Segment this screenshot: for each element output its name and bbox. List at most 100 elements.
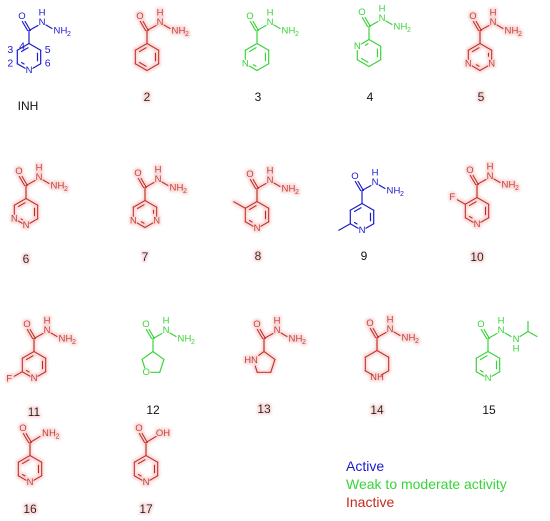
carbonyl-bond (364, 16, 371, 28)
ring-bond (132, 199, 146, 208)
ring-bond (254, 365, 258, 373)
ring-bond (256, 200, 270, 209)
nitrogen-atom: N (387, 324, 394, 335)
ring-bond (21, 371, 31, 377)
ring-double-bond (25, 369, 30, 373)
ring-position-number: 6 (45, 58, 51, 70)
bond (45, 24, 53, 30)
ring-position-number: 2 (7, 58, 13, 70)
bond (163, 24, 171, 30)
molecule-label: 3 (255, 90, 262, 104)
ring-bond (141, 350, 154, 361)
subscript: 2 (185, 31, 189, 38)
ring-bond (368, 59, 382, 68)
molecule-label: 13 (257, 402, 271, 416)
ring-heteroatom: N (485, 373, 492, 384)
oxygen-atom: O (142, 319, 149, 330)
carbonyl-bond (354, 180, 362, 192)
subscript: 2 (518, 31, 522, 38)
bond (280, 332, 288, 338)
nitrogen-atom: N (387, 186, 394, 197)
bond (146, 24, 157, 32)
ring-double-bond (20, 218, 24, 221)
ring-bond (244, 200, 258, 209)
nitrogen-atom: N (289, 334, 296, 345)
ring-double-bond (21, 473, 26, 477)
molecule-label: 11 (28, 405, 41, 419)
ring-heteroatom: N (153, 215, 160, 226)
ring-bond (28, 42, 42, 51)
oxygen-atom: O (358, 7, 365, 18)
ring-bond (479, 65, 489, 72)
oxygen-atom: O (134, 168, 141, 179)
oxygen-atom: O (351, 171, 358, 182)
ring-bond (146, 63, 160, 72)
hydrogen-atom: H (512, 26, 519, 37)
carbonyl-bond (472, 174, 479, 186)
hydrogen-atom: H (177, 183, 184, 194)
hydrogen-atom: H (267, 8, 274, 19)
hydroxyl-group: OH (156, 428, 170, 439)
ring-bond (356, 59, 370, 68)
bond (456, 199, 466, 205)
ring-double-bond (140, 221, 145, 224)
oxygen-atom: O (246, 11, 253, 22)
ring-bond (270, 358, 276, 373)
nitrogen-atom: N (394, 22, 401, 33)
ring-bond (244, 42, 258, 51)
ring-bond (144, 199, 158, 208)
molecule-label: 9 (361, 249, 368, 263)
ring-bond (479, 42, 493, 51)
hydrogen-atom: H (487, 162, 494, 173)
ring-double-bond (364, 43, 369, 46)
ring-bond (256, 63, 270, 72)
ring-position-number: 5 (45, 44, 51, 56)
ring-double-bond (138, 61, 147, 67)
ring-heteroatom: N (488, 58, 495, 69)
ring-bond (25, 197, 39, 206)
ring-bond (133, 475, 143, 481)
ring-bond (368, 38, 382, 47)
ring-double-bond (353, 221, 358, 225)
ring-double-bond (468, 201, 477, 207)
ring-bond (360, 38, 370, 45)
hydrogen-atom: H (49, 428, 56, 439)
ring-bond (349, 202, 363, 211)
nitrogen-atom: N (59, 334, 66, 345)
subscript: 2 (295, 31, 299, 38)
bond (256, 182, 267, 190)
ring-double-bond (248, 205, 257, 211)
bond (361, 184, 372, 192)
carbonyl-bond (369, 327, 377, 339)
oxygen-atom: O (253, 319, 260, 330)
ring-bond (29, 218, 39, 224)
ring-bond (480, 217, 490, 223)
ring-bond (32, 63, 42, 69)
nitrogen-atom: N (513, 334, 520, 345)
molecule-label: INH (18, 99, 39, 113)
molecule-label: 16 (23, 502, 37, 516)
ring-bond (464, 217, 474, 223)
nitrogen-atom: N (54, 26, 61, 37)
bond (263, 332, 274, 340)
carbonyl-bond (148, 328, 155, 340)
oxygen-atom: O (466, 165, 473, 176)
molecule-label: 15 (482, 403, 496, 417)
ring-bond (467, 42, 481, 51)
hydrogen-atom: H (267, 166, 274, 177)
ring-oxygen: O (143, 367, 150, 378)
oxygen-atom: O (366, 318, 373, 329)
bond (493, 178, 501, 184)
bond (479, 24, 490, 32)
ring-double-bond (137, 473, 142, 477)
carbonyl-bond (145, 328, 153, 340)
methyl-bond (338, 223, 351, 231)
molecule-label: 14 (370, 403, 384, 417)
subscript: 2 (302, 339, 306, 346)
ring-bond (146, 42, 160, 51)
